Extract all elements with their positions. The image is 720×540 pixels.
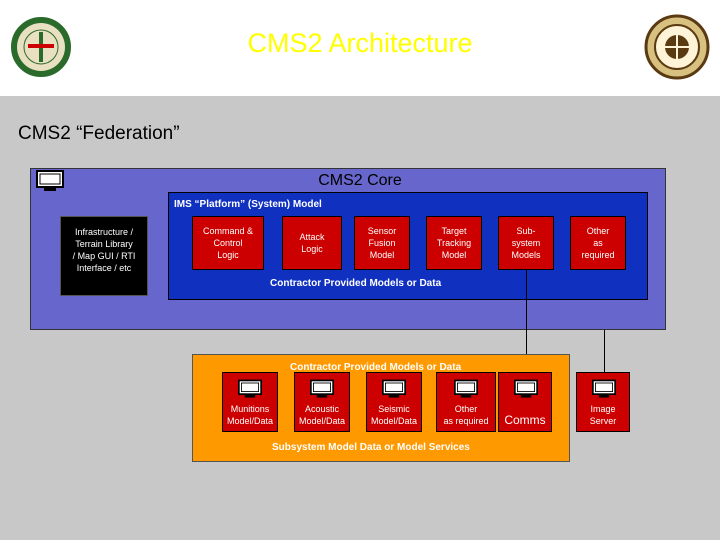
lower-contractor-label: Contractor Provided Models or Data: [290, 362, 462, 373]
module-line: Sub-: [516, 226, 536, 236]
page-title: CMS2 Architecture: [247, 28, 473, 58]
comms-label: Comms: [504, 413, 546, 427]
monitor-icon: [238, 379, 262, 398]
infrastructure-box: Infrastructure / Terrain Library / Map G…: [60, 216, 148, 296]
federation-title: CMS2 “Federation”: [18, 123, 180, 144]
right-seal-logo: [644, 14, 710, 80]
module-line: Other: [586, 226, 610, 236]
command-control-module: Command & Control Logic: [192, 216, 264, 270]
monitor-icon: [514, 379, 538, 398]
infra-line: Infrastructure /: [74, 227, 134, 237]
module-line: Models: [511, 250, 541, 260]
module-line: Command &: [202, 226, 254, 236]
module-line: system: [511, 238, 541, 248]
model-line: Acoustic: [304, 404, 339, 414]
image-server-line: Image: [590, 404, 616, 414]
other-required-module: Other as required: [570, 216, 626, 270]
header-bar: [0, 0, 720, 96]
module-line: Model: [441, 250, 467, 260]
module-line: Attack: [299, 232, 325, 242]
module-line: Fusion: [368, 238, 396, 248]
module-line: Tracking: [436, 238, 472, 248]
module-line: Target: [441, 226, 467, 236]
module-line: as: [593, 238, 603, 248]
seismic-model-box: Seismic Model/Data: [366, 372, 422, 432]
other-model-box: Other as required: [436, 372, 496, 432]
module-line: Logic: [301, 244, 323, 254]
munitions-model-box: Munitions Model/Data: [222, 372, 278, 432]
model-line: Model/Data: [226, 416, 274, 426]
target-tracking-module: Target Tracking Model: [426, 216, 482, 270]
module-line: Model: [369, 250, 395, 260]
monitor-icon: [36, 170, 64, 191]
model-line: as required: [443, 416, 489, 426]
model-line: Munitions: [230, 404, 270, 414]
monitor-icon: [310, 379, 334, 398]
image-server-line: Server: [589, 416, 617, 426]
subsystem-models-module: Sub- system Models: [498, 216, 554, 270]
image-server-box: Image Server: [576, 372, 630, 432]
model-line: Seismic: [378, 404, 410, 414]
core-contractor-label: Contractor Provided Models or Data: [270, 278, 442, 289]
monitor-icon: [592, 379, 616, 398]
subsystem-connector-line: [526, 270, 527, 372]
model-line: Model/Data: [370, 416, 418, 426]
module-line: Sensor: [367, 226, 397, 236]
monitor-icon: [454, 379, 478, 398]
model-line: Model/Data: [298, 416, 346, 426]
module-line: required: [581, 250, 615, 260]
platform-title: IMS “Platform” (System) Model: [174, 199, 322, 210]
acoustic-model-box: Acoustic Model/Data: [294, 372, 350, 432]
left-seal-logo: [9, 15, 73, 79]
monitor-icon: [382, 379, 406, 398]
module-line: Control: [213, 238, 243, 248]
image-server-connector-line: [604, 330, 605, 372]
core-title: CMS2 Core: [318, 172, 402, 189]
model-line: Other: [454, 404, 478, 414]
module-line: Logic: [217, 250, 239, 260]
infra-line: Interface / etc: [76, 263, 132, 273]
comms-box: Comms: [498, 372, 552, 432]
sensor-fusion-module: Sensor Fusion Model: [354, 216, 410, 270]
subsystem-services-label: Subsystem Model Data or Model Services: [272, 442, 470, 453]
infra-line: / Map GUI / RTI: [72, 251, 136, 261]
attack-logic-module: Attack Logic: [282, 216, 342, 270]
infra-line: Terrain Library: [75, 239, 133, 249]
